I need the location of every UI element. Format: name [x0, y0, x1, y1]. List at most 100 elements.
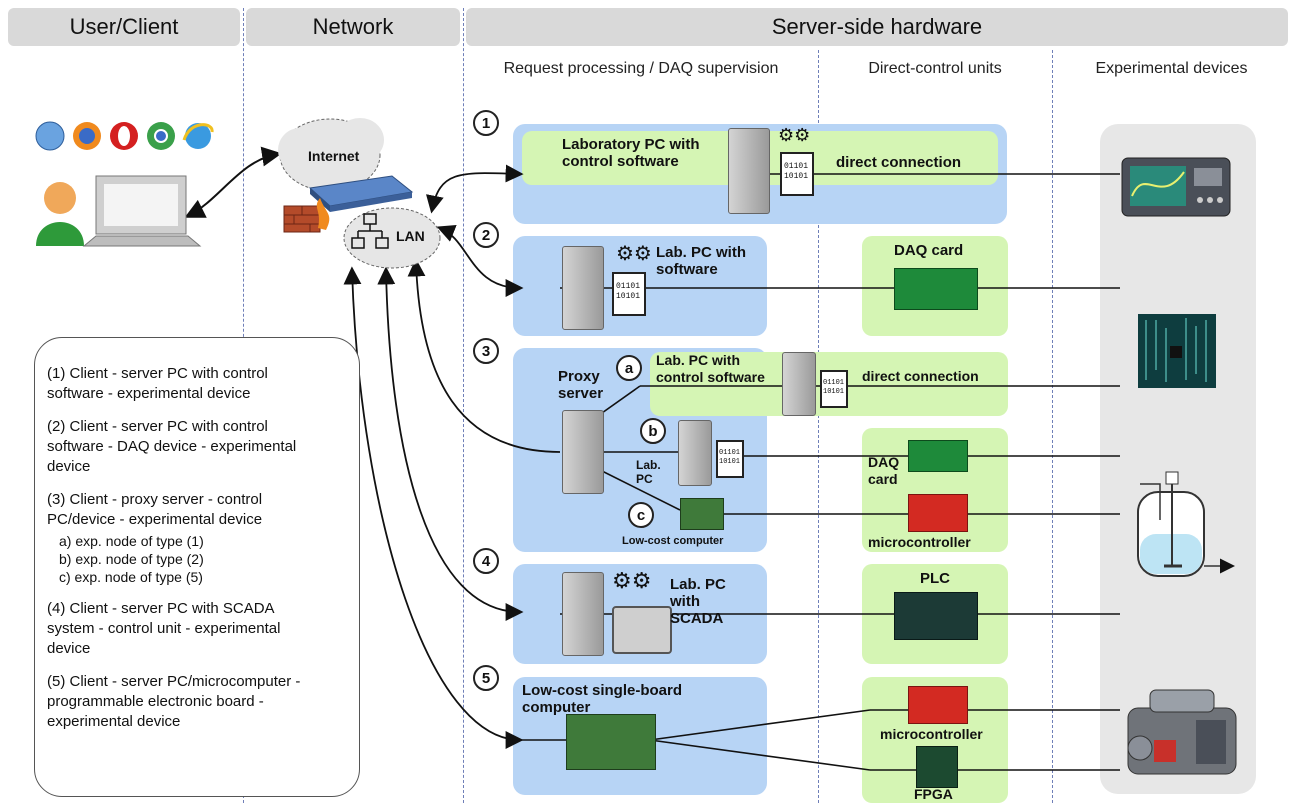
legend-item-3-line1: (3) Client - proxy server - control: [47, 491, 263, 508]
browser-icons: [35, 121, 214, 151]
row3-daq-card-icon: [908, 440, 968, 472]
row3a-code-icon: 01101 10101: [820, 370, 848, 408]
legend-item-1-line2: software - experimental device: [47, 385, 251, 402]
legend-item-1: (1) Client - server PC with control soft…: [47, 364, 347, 404]
row4-server-icon: [562, 572, 604, 656]
legend-item-3: (3) Client - proxy server - control PC/d…: [47, 490, 347, 530]
legend-item-3c: c) exp. node of type (5): [59, 569, 203, 585]
header-user-client: User/Client: [8, 8, 240, 46]
row-number-2: 2: [473, 222, 499, 248]
row2-daq-card-icon: [894, 268, 978, 310]
header-network-label: Network: [312, 14, 394, 39]
legend-item-2-line2: software - DAQ device - experimental: [47, 438, 297, 455]
row3a-code-line1: 01101: [823, 379, 845, 387]
legend-item-3b: b) exp. node of type (2): [59, 551, 204, 567]
divider-request-direct: [818, 50, 819, 803]
divider-network-server: [463, 8, 464, 803]
row1-code-line2: 10101: [784, 172, 809, 181]
row3a-server-icon: [782, 352, 816, 416]
row3-microcontroller-icon: [908, 494, 968, 532]
row2-code-line2: 10101: [616, 292, 641, 301]
legend-item-4-line3: device: [47, 640, 91, 657]
row2-server-icon: [562, 246, 604, 330]
row1-code-line1: 01101: [784, 162, 809, 171]
firewall-icon: [283, 198, 330, 233]
row2-pc-label: Lab. PC with software: [656, 244, 746, 278]
row4-plc-label: PLC: [920, 570, 950, 587]
row1-code-icon: 01101 10101: [780, 152, 814, 196]
lan-cloud-icon: [343, 207, 441, 269]
lan-label: LAN: [396, 228, 425, 244]
row4-pc-label-line2: with: [670, 593, 700, 610]
header-server-side: Server-side hardware: [466, 8, 1288, 46]
row3a-pc-label: Lab. PC with control software: [656, 352, 765, 386]
legend-item-5-line2: programmable electronic board -: [47, 693, 264, 710]
row3b-pc-label: Lab. PC: [636, 458, 661, 486]
row5-microcontroller-label: microcontroller: [880, 726, 983, 742]
legend-item-3a: a) exp. node of type (1): [59, 533, 204, 549]
row3-proxy-label: Proxy server: [558, 368, 603, 402]
subheader-request-processing: Request processing / DAQ supervision: [503, 60, 779, 77]
legend-item-5: (5) Client - server PC/microcomputer - p…: [47, 672, 347, 732]
row-number-5: 5: [473, 665, 499, 691]
lan-row4-link: [377, 266, 524, 621]
row3a-code-line2: 10101: [823, 388, 845, 396]
row-number-3: 3: [473, 338, 499, 364]
legend-item-5-line3: experimental device: [47, 713, 181, 730]
row3b-pc-label-line2: PC: [636, 472, 653, 486]
row3-daq-label: DAQ card: [868, 454, 899, 488]
row1-connection-label: direct connection: [836, 154, 962, 171]
sub-letter-c: c: [628, 502, 654, 528]
row4-plc-icon: [894, 592, 978, 640]
row3c-board-icon: [680, 498, 724, 530]
row3b-server-icon: [678, 420, 712, 486]
header-user-client-label: User/Client: [69, 14, 179, 39]
user-computer-icon: [36, 175, 202, 247]
row3-daq-label-line1: DAQ: [868, 454, 900, 470]
internet-label: Internet: [308, 148, 360, 164]
row4-pc-label-line3: SCADA: [670, 610, 724, 627]
legend-item-2: (2) Client - server PC with control soft…: [47, 417, 347, 477]
network-switch-icon: [308, 175, 414, 212]
legend-item-1-line1: (1) Client - server PC with control: [47, 365, 268, 382]
row4-scada-screen-icon: [612, 606, 672, 654]
legend-item-3-line2: PC/device - experimental device: [47, 511, 263, 528]
row4-pc-label-line1: Lab. PC: [670, 576, 726, 593]
legend-item-4-line1: (4) Client - server PC with SCADA: [47, 600, 275, 617]
header-network: Network: [246, 8, 460, 46]
row3b-code-icon: 01101 10101: [716, 440, 744, 478]
row3b-pc-label-line1: Lab.: [636, 458, 661, 472]
legend-box: (1) Client - server PC with control soft…: [34, 337, 360, 797]
row2-daq-label: DAQ card: [894, 242, 964, 259]
divider-direct-experimental: [1052, 50, 1053, 803]
row2-gears-icon: ⚙⚙: [616, 243, 652, 265]
row3a-pc-label-line2: control software: [656, 369, 765, 385]
row2-code-icon: 01101 10101: [612, 272, 646, 316]
row3a-pc-label-line1: Lab. PC with: [656, 352, 740, 368]
row5-label-line1: Low-cost single-board: [522, 682, 683, 699]
client-internet-link: [184, 146, 282, 218]
lan-row1-link: [426, 164, 524, 214]
sub-letter-a: a: [616, 355, 642, 381]
legend-item-2-line1: (2) Client - server PC with control: [47, 418, 268, 435]
experimental-devices-panel: [1100, 124, 1256, 794]
row5-fpga-icon: [916, 746, 958, 788]
row2-pc-label-line1: Lab. PC with: [656, 244, 746, 261]
row3b-code-line2: 10101: [719, 458, 741, 466]
row1-server-icon: [728, 128, 770, 214]
row1-pc-label-line1: Laboratory PC with: [562, 136, 700, 153]
row3c-label: Low-cost computer: [622, 535, 724, 547]
row5-fpga-label: FPGA: [914, 786, 953, 802]
row2-code-line1: 01101: [616, 282, 641, 291]
subheader-experimental: Experimental devices: [1095, 60, 1248, 77]
row3a-connection-label: direct connection: [862, 368, 979, 384]
sub-letter-b: b: [640, 418, 666, 444]
row4-gears-icon: ⚙⚙: [612, 568, 652, 593]
row3-proxy-label-line1: Proxy: [558, 368, 600, 385]
legend-item-2-line3: device: [47, 458, 91, 475]
subheader-direct-control: Direct-control units: [868, 60, 1002, 77]
legend-item-4-line2: system - control unit - experimental: [47, 620, 281, 637]
row3-daq-label-line2: card: [868, 471, 898, 487]
row5-label: Low-cost single-board computer: [522, 682, 682, 716]
row1-gears-icon: ⚙⚙: [778, 125, 811, 145]
